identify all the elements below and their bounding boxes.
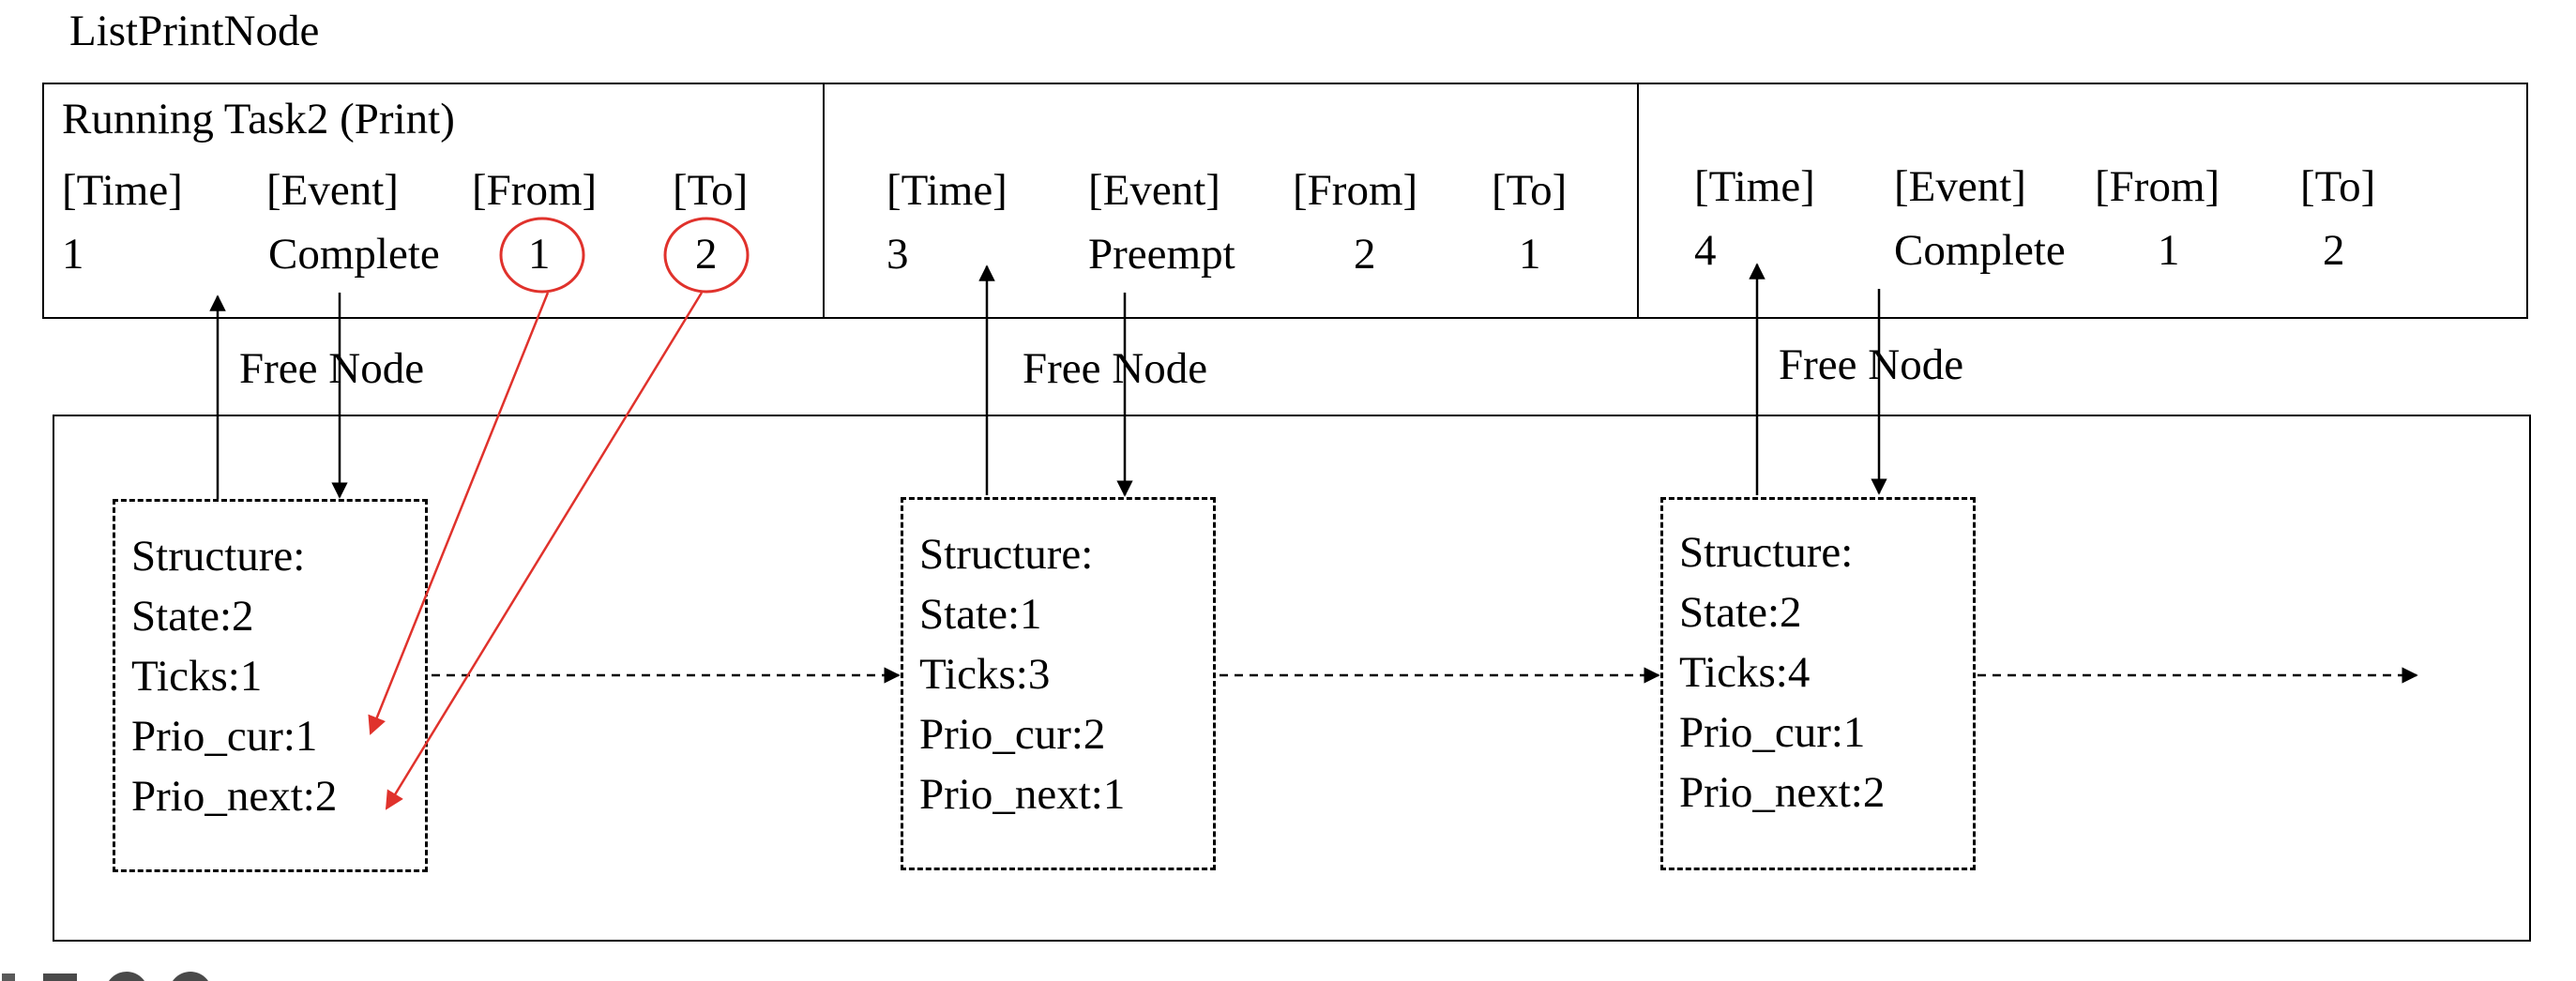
node-field: Structure: [919,530,1094,579]
header-from: [From] [2095,162,2220,211]
list-node-2 [901,497,1216,870]
list-node-1 [113,499,428,872]
node-field: Ticks:3 [919,650,1051,699]
free-node-label-3: Free Node [1779,340,1964,389]
header-to: [To] [673,166,749,215]
header-event: [Event] [266,166,399,215]
record-event: Preempt [1088,230,1235,279]
node-field: Prio_next:2 [131,772,338,821]
header-event: [Event] [1894,162,2026,211]
node-field: Structure: [1679,528,1854,577]
header-time: [Time] [62,166,183,215]
node-field: Prio_next:1 [919,770,1126,819]
record-time: 4 [1694,226,1717,275]
header-from: [From] [472,166,598,215]
print-panel [42,83,2528,319]
diagram-title: ListPrintNode [69,7,320,55]
header-event: [Event] [1088,166,1220,215]
record-time: 1 [62,230,84,279]
record-to: 2 [695,230,718,279]
record-time: 3 [886,230,909,279]
record-event: Complete [268,230,440,279]
print-panel-divider-1 [823,83,825,319]
node-field: Ticks:1 [131,652,263,701]
node-field: State:1 [919,590,1042,639]
node-field: State:2 [1679,588,1802,637]
header-from: [From] [1293,166,1418,215]
node-list-container [53,415,2531,942]
node-field: Prio_cur:1 [131,712,318,761]
from-to-prio-cur-arrow [368,292,550,735]
free-node-label-2: Free Node [1023,344,1208,393]
header-time: [Time] [1694,162,1815,211]
node-field: State:2 [131,592,254,641]
node-field: Prio_next:2 [1679,768,1886,817]
header-to: [To] [1492,166,1568,215]
record-from: 2 [1354,230,1376,279]
node-field: Prio_cur:2 [919,710,1106,759]
record-to: 1 [1519,230,1541,279]
stop-icon[interactable] [43,973,77,981]
record-to: 2 [2323,226,2345,275]
from-highlight-circle [499,217,585,294]
bottom-toolbar [0,955,244,981]
node-field: Prio_cur:1 [1679,708,1866,757]
record-from: 1 [2158,226,2180,275]
node-field: Ticks:4 [1679,648,1811,697]
running-task-label: Running Task2 (Print) [62,95,455,143]
to-highlight-circle [663,217,750,294]
header-to: [To] [2300,162,2376,211]
record-icon[interactable] [105,972,148,981]
record-event: Complete [1894,226,2066,275]
help-icon[interactable] [169,972,212,981]
to-to-prio-next-arrow [385,292,704,810]
list-node-3 [1660,497,1976,870]
print-panel-divider-2 [1637,83,1639,319]
node-field: Structure: [131,532,306,581]
header-time: [Time] [886,166,1008,215]
free-node-label-1: Free Node [239,344,425,393]
record-from: 1 [528,230,551,279]
edit-icon[interactable] [2,973,15,981]
